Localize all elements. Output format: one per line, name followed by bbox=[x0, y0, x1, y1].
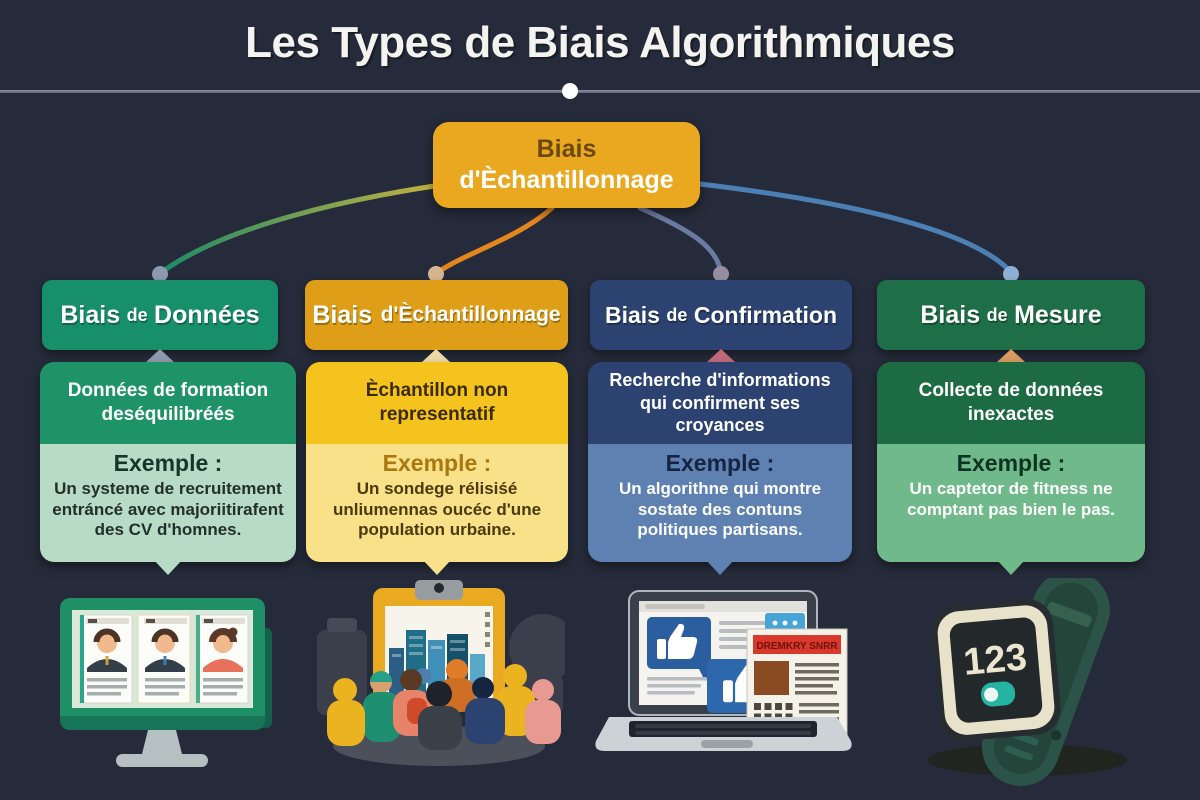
header-word: Biais bbox=[920, 300, 981, 329]
header-word: Biais bbox=[60, 300, 121, 329]
example-label: Exemple : bbox=[956, 450, 1066, 476]
header-word: Mesure bbox=[1014, 300, 1102, 329]
card-subtitle: Èchantillon non representatif bbox=[306, 362, 568, 444]
laptop-touchpad bbox=[701, 740, 753, 748]
example-text: Un algorithne qui montre sostate des con… bbox=[618, 479, 822, 540]
crowd bbox=[327, 659, 561, 750]
card-example: Exemple : Un algorithne qui montre sosta… bbox=[588, 444, 852, 562]
clipboard-crowd-illustration bbox=[317, 580, 565, 766]
card-tail bbox=[705, 559, 735, 575]
example-text: Un captetor de fitness ne comptant pas b… bbox=[907, 479, 1115, 519]
header-card-nub bbox=[422, 349, 450, 362]
root-node-line1: Biais bbox=[536, 134, 597, 163]
like-post-1 bbox=[647, 617, 715, 681]
page-title: Les Types de Biais Algorithmiques bbox=[245, 18, 955, 67]
connector-to-confirmation bbox=[637, 205, 724, 275]
connector-dot-confirmation bbox=[713, 266, 729, 282]
card-tail bbox=[153, 559, 183, 575]
header-card-nub bbox=[997, 349, 1025, 362]
card-subtitle: Collecte de données inexactes bbox=[877, 362, 1145, 444]
newspaper-headline: DREMKRY SNRR bbox=[756, 641, 838, 652]
card-subtitle: Recherche d'informations qui confirment … bbox=[588, 362, 852, 444]
card-tail bbox=[996, 559, 1026, 575]
step-count: 123 bbox=[962, 636, 1029, 683]
monitor-cv-illustration bbox=[60, 598, 272, 767]
watch-face: 123 bbox=[931, 599, 1061, 741]
smartwatch-illustration: 123 bbox=[927, 578, 1127, 786]
connector-dot-mesure bbox=[1003, 266, 1019, 282]
header-card-nub bbox=[707, 349, 735, 362]
root-node-line2: d'Èchantillonnage bbox=[459, 166, 674, 194]
card-subtitle: Données de formation deséquilibréés bbox=[40, 362, 296, 444]
header-biais-de-mesure: Biais de Mesure bbox=[877, 280, 1145, 350]
root-node-biais-echantillonnage: Biais d'Èchantillonnage bbox=[433, 122, 700, 208]
header-word: de bbox=[986, 304, 1008, 325]
checklist-dots bbox=[485, 612, 490, 647]
header-word: Données bbox=[154, 300, 260, 329]
card-biais-de-mesure: Collecte de données inexactes Exemple : … bbox=[877, 362, 1145, 562]
example-label: Exemple : bbox=[113, 450, 223, 476]
header-word: Biais bbox=[312, 300, 373, 329]
cv-card-man-1 bbox=[79, 614, 133, 704]
connector-to-echantillonnage bbox=[435, 205, 555, 275]
card-biais-echantillonnage: Èchantillon non representatif Exemple : … bbox=[306, 362, 568, 562]
silhouette-right bbox=[509, 614, 565, 682]
header-biais-echantillonnage: Biais d'Èchantillonnage bbox=[305, 280, 568, 350]
title-divider-line bbox=[0, 90, 1200, 93]
card-example: Exemple : Un sondege rélisiśé unliumenna… bbox=[306, 444, 568, 562]
watch-screen bbox=[949, 617, 1043, 723]
cv-card-man-2 bbox=[137, 614, 191, 704]
header-word: de bbox=[666, 304, 688, 325]
header-word: Confirmation bbox=[693, 301, 837, 328]
card-biais-de-donnees: Données de formation deséquilibréés Exem… bbox=[40, 362, 296, 562]
connector-to-mesure bbox=[697, 181, 1014, 275]
card-example: Exemple : Un captetor de fitness ne comp… bbox=[877, 444, 1145, 562]
example-text: Un systeme de recruitement entráncé avec… bbox=[52, 479, 284, 540]
header-biais-de-confirmation: Biais de Confirmation bbox=[590, 280, 852, 350]
newspaper-header-band bbox=[753, 635, 841, 654]
card-tail bbox=[422, 559, 452, 575]
header-biais-de-donnees: Biais de Données bbox=[42, 280, 278, 350]
cv-card-woman bbox=[195, 614, 249, 704]
card-example: Exemple : Un systeme de recruitement ent… bbox=[40, 444, 296, 562]
header-card-nub bbox=[146, 349, 174, 362]
newspaper-photo bbox=[754, 661, 789, 695]
laptop-news-illustration: DREMKRY SNRR bbox=[595, 590, 852, 751]
monitor-stand bbox=[142, 730, 182, 754]
monitor-base bbox=[116, 754, 208, 767]
text-lines-left bbox=[647, 677, 707, 695]
connector-curves bbox=[159, 181, 1014, 275]
card-biais-de-confirmation: Recherche d'informations qui confirment … bbox=[588, 362, 852, 562]
title-divider-dot bbox=[562, 83, 578, 99]
connector-dot-echantillonnage bbox=[428, 266, 444, 282]
example-text: Un sondege rélisiśé unliumennas oucéc d'… bbox=[332, 479, 542, 540]
example-label: Exemple : bbox=[382, 450, 492, 476]
connector-to-donnees bbox=[159, 181, 451, 275]
header-word: Biais bbox=[604, 301, 660, 328]
header-word: d'Èchantillonnage bbox=[380, 303, 561, 326]
example-label: Exemple : bbox=[665, 450, 775, 476]
connector-dot-donnees bbox=[152, 266, 168, 282]
header-word: de bbox=[126, 304, 148, 325]
